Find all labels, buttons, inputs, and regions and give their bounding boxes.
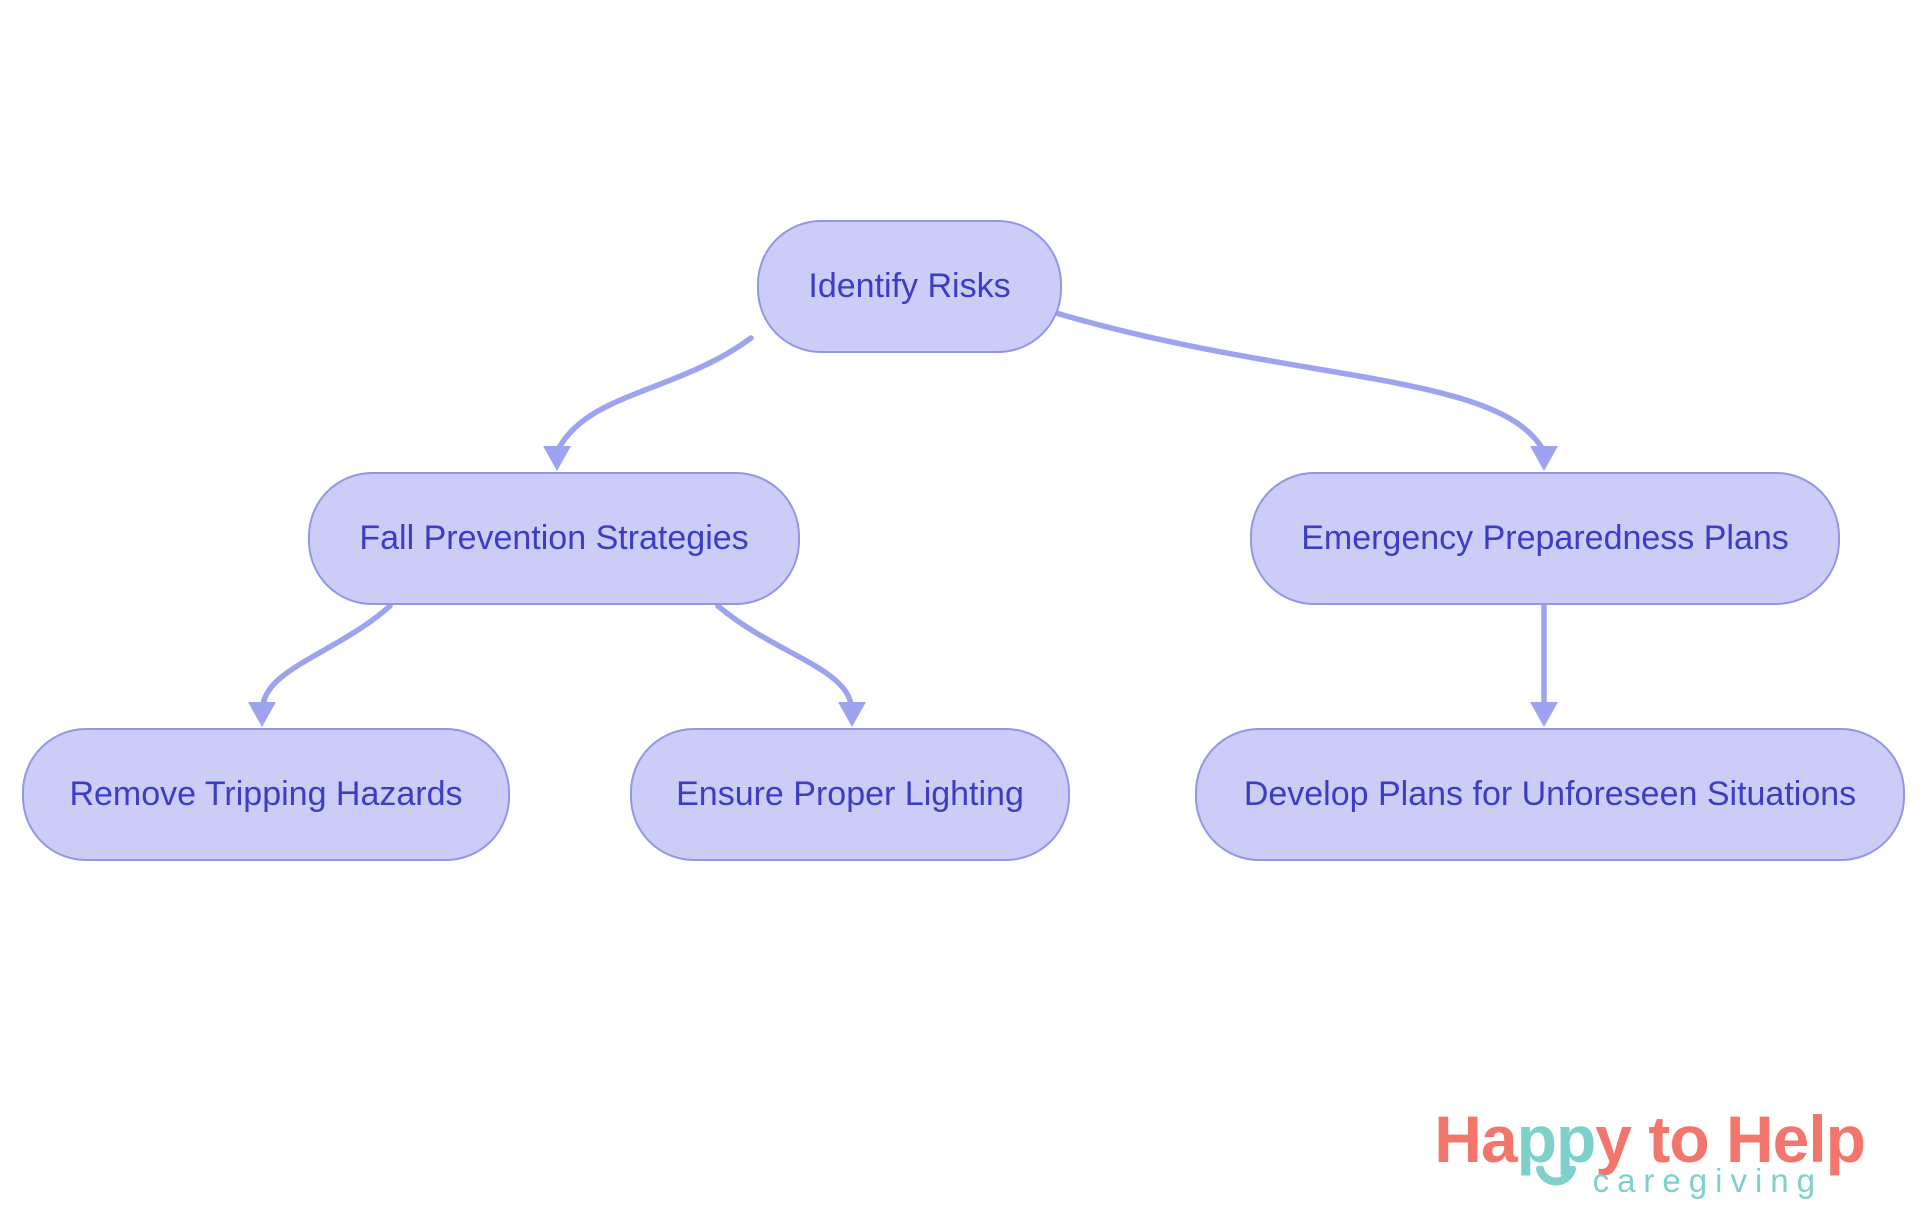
node-label: Emergency Preparedness Plans xyxy=(1301,519,1789,557)
edge-identify-to-emergency-arrowhead-icon xyxy=(1530,446,1558,471)
node-remove-tripping-hazards: Remove Tripping Hazards xyxy=(22,728,510,861)
edge-fall-to-ensure xyxy=(715,603,854,708)
logo-text-y-to-help: y to Help xyxy=(1595,1102,1866,1176)
logo-pp-letters: pp xyxy=(1516,1102,1597,1176)
edge-fall-to-ensure-arrowhead-icon xyxy=(838,702,866,727)
edge-identify-to-fall xyxy=(556,335,754,451)
edge-identify-to-emergency xyxy=(1053,310,1545,451)
node-develop-plans: Develop Plans for Unforeseen Situations xyxy=(1195,728,1905,861)
node-label: Identify Risks xyxy=(808,267,1011,305)
node-label: Develop Plans for Unforeseen Situations xyxy=(1243,775,1857,813)
edge-emergency-to-develop-arrowhead-icon xyxy=(1530,702,1558,727)
node-emergency-preparedness: Emergency Preparedness Plans xyxy=(1250,472,1840,605)
node-label: Remove Tripping Hazards xyxy=(69,775,463,813)
logo-caregiving-text: caregiving xyxy=(1592,1162,1823,1199)
node-ensure-proper-lighting: Ensure Proper Lighting xyxy=(630,728,1070,861)
edge-identify-to-fall-arrowhead-icon xyxy=(543,446,571,471)
logo-text-ha: Ha xyxy=(1434,1102,1517,1176)
node-label: Ensure Proper Lighting xyxy=(676,775,1024,813)
logo-text-pp: pp xyxy=(1517,1106,1596,1186)
edge-fall-to-remove xyxy=(260,603,393,708)
node-label: Fall Prevention Strategies xyxy=(359,519,749,557)
smile-icon xyxy=(1535,1166,1576,1186)
node-identify-risks: Identify Risks xyxy=(757,220,1062,353)
edge-fall-to-remove-arrowhead-icon xyxy=(248,702,276,727)
node-fall-prevention: Fall Prevention Strategies xyxy=(308,472,800,605)
